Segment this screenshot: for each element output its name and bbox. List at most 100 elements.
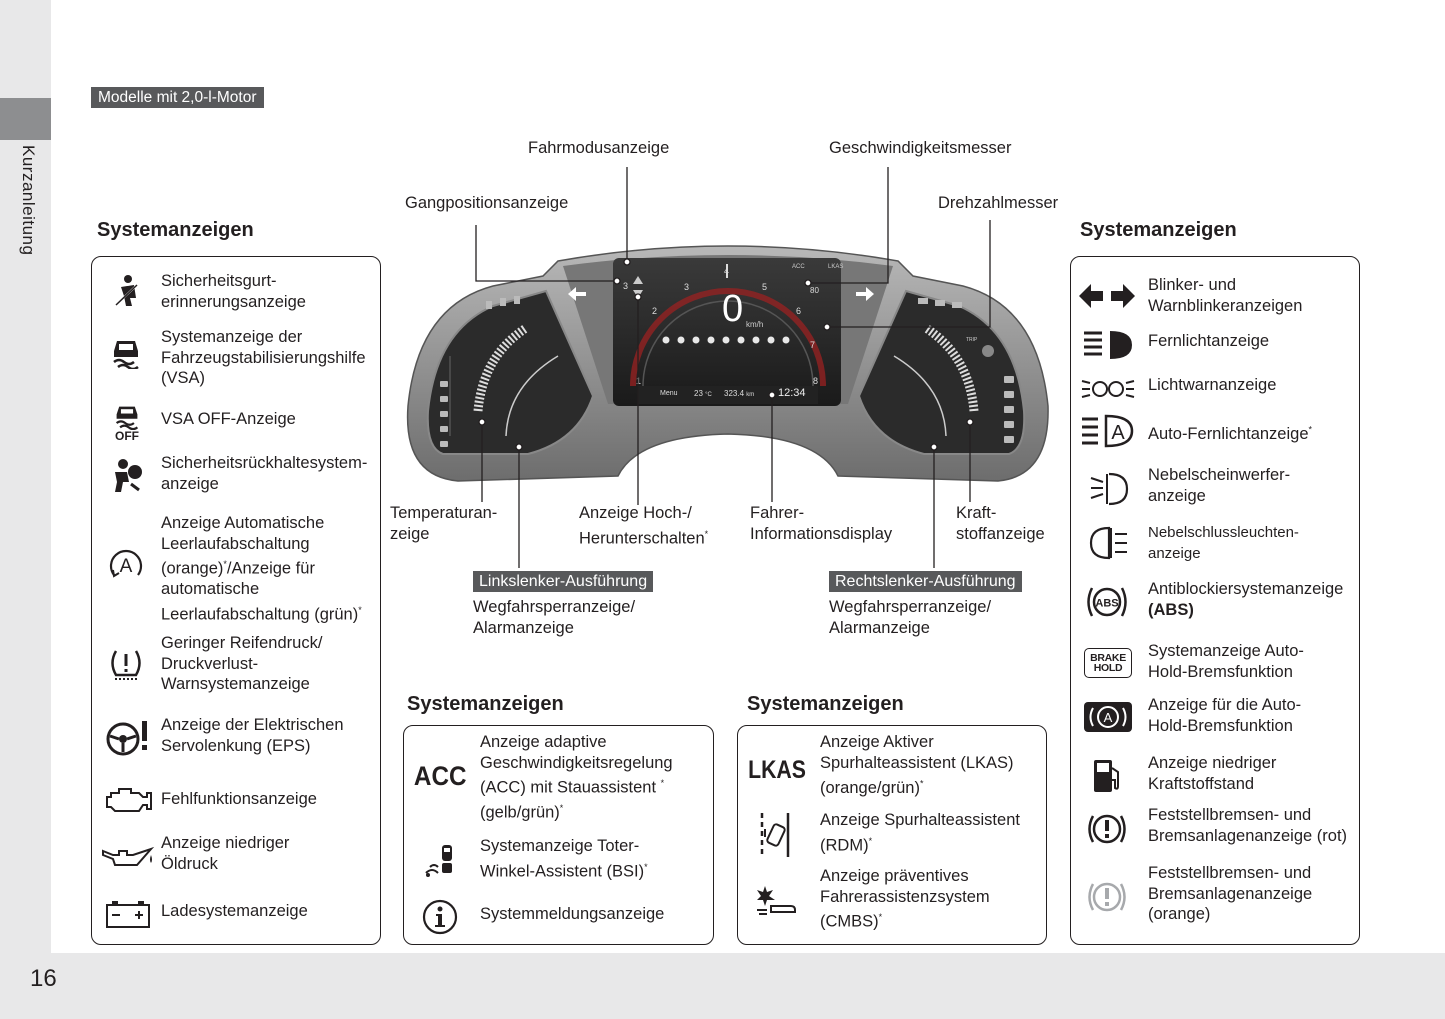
text-line: Antiblockiersystemanzeige: [1148, 580, 1344, 598]
text-line: Sicherheitsgurt-: [161, 272, 277, 290]
text-line: anzeige: [161, 474, 219, 493]
cluster-temp-unit: °C: [705, 392, 712, 398]
left-item-seatbelt-text: Sicherheitsgurt- erinnerungsanzeige: [161, 271, 306, 312]
text-line: Leerlaufabschaltung (grün)*: [161, 604, 362, 624]
mid-item-lkas-text: Anzeige Aktiver Spurhalteassistent (LKAS…: [820, 732, 1014, 798]
text-line: (orange)*/Anzeige für: [161, 559, 315, 578]
mid-item-rdm: Anzeige Spurhalteassistent (RDM)*: [738, 810, 1046, 860]
callout-gangposition: Gangpositionsanzeige: [405, 194, 569, 212]
model-label: Modelle mit 2,0-l-Motor: [91, 87, 264, 108]
text-line: Fernlichtanzeige: [1148, 332, 1270, 350]
vsa-icon: [109, 335, 143, 371]
svg-text:ABS: ABS: [1095, 598, 1118, 610]
mid-item-acc-text: Anzeige adaptive Geschwindigkeitsregelun…: [480, 732, 673, 823]
mid-item-bsi-text: Systemanzeige Toter- Winkel-Assistent (B…: [480, 836, 648, 882]
left-box-title: Systemanzeigen: [97, 219, 254, 241]
abs-icon: ABS: [1084, 581, 1130, 623]
callout-drehzahl: Drehzahlmesser: [938, 194, 1059, 212]
callout-fahrerinfo-line1: Fahrer-: [750, 504, 805, 522]
right-item-abs-text: Antiblockiersystemanzeige (ABS): [1148, 579, 1343, 620]
mid-item-bsi: Systemanzeige Toter- Winkel-Assistent (B…: [404, 836, 713, 880]
left-item-engine: Fehlfunktionsanzeige: [92, 779, 380, 819]
fog-light-icon: [1087, 469, 1131, 509]
text-line: Systemanzeige der: [161, 328, 303, 346]
text-line: VSA OFF-Anzeige: [161, 410, 296, 428]
right-item-lights-text: Lichtwarnanzeige: [1148, 375, 1276, 396]
left-item-airbag: Sicherheitsrückhaltesystem- anzeige: [92, 453, 380, 497]
left-item-vsa-off-text: VSA OFF-Anzeige: [161, 409, 296, 430]
callout-hochrunter-text: Herunterschalten: [579, 529, 705, 548]
left-item-eps-text: Anzeige der Elektrischen Servolenkung (E…: [161, 715, 344, 756]
mid-right-box-title: Systemanzeigen: [747, 693, 904, 715]
lkas-icon-text: LKAS: [748, 755, 806, 784]
text-line: Anzeige niedriger: [161, 834, 290, 852]
text-line: Anzeige präventives: [820, 867, 969, 885]
text-line: (orange): [1148, 905, 1211, 923]
text-line: (orange/grün)*: [820, 773, 1014, 798]
text-line-content: (orange/grün)*: [820, 778, 924, 797]
brake-hold-line2: HOLD: [1093, 662, 1123, 674]
right-item-fuel: Anzeige niedriger Kraftstoffstand: [1071, 751, 1359, 799]
text-line: anzeige: [1148, 486, 1206, 505]
text-line: (ACC) mit Stauassistent *: [480, 778, 665, 797]
text-line: Anzeige der Elektrischen: [161, 716, 344, 734]
callout-rechts-wegfahr-line2: Alarmanzeige: [829, 619, 930, 637]
callout-links-wegfahr: Wegfahrsperranzeige/ Alarmanzeige: [473, 597, 635, 639]
mid-right-indicator-box: LKAS Anzeige Aktiver Spurhalteassistent …: [737, 725, 1047, 945]
lkas-icon: LKAS: [744, 754, 810, 786]
text-line: Nebelscheinwerfer-: [1148, 466, 1291, 484]
auto-high-beam-icon: A: [1079, 411, 1137, 451]
left-item-seatbelt: Sicherheitsgurt- erinnerungsanzeige: [92, 269, 380, 313]
right-item-brake-red-text: Feststellbremsen- und Bremsanlagenanzeig…: [1148, 805, 1347, 846]
left-item-tpms-text: Geringer Reifendruck/ Druckverlust- Warn…: [161, 633, 322, 695]
mid-item-rdm-text: Anzeige Spurhalteassistent (RDM)*: [820, 810, 1020, 856]
cluster-tick-7: 7: [810, 340, 816, 350]
cluster-odo-unit: km: [746, 392, 755, 398]
callout-fahrmodus: Fahrmodusanzeige: [528, 139, 670, 157]
left-item-battery: Ladesystemanzeige: [92, 893, 380, 933]
mid-item-cmbs: Anzeige präventives Fahrerassistenzsyste…: [738, 866, 1046, 932]
cluster-speed: 0: [722, 288, 744, 330]
cluster-illustration: [406, 245, 1049, 482]
callout-hochrunter: Anzeige Hoch-/ Herunterschalten*: [579, 503, 708, 550]
text-line: automatische: [161, 580, 260, 598]
text-line: Druckverlust-: [161, 654, 259, 673]
cluster-clock: 12:34: [778, 387, 806, 399]
turn-signal-icon: [1077, 279, 1137, 313]
text-line: Fehlfunktionsanzeige: [161, 790, 317, 808]
text-line: Hold-Bremsfunktion: [1148, 662, 1293, 681]
right-box-title: Systemanzeigen: [1080, 219, 1237, 241]
text-line: Servolenkung (EPS): [161, 736, 311, 755]
right-item-brakehold-text: Systemanzeige Auto- Hold-Bremsfunktion: [1148, 641, 1304, 682]
vsa-off-icon: OFF: [110, 401, 144, 445]
text-line: Anzeige für die Auto-: [1148, 696, 1302, 714]
left-item-vsa-text: Systemanzeige der Fahrzeugstabilisierung…: [161, 327, 366, 389]
lights-on-icon: [1079, 373, 1137, 405]
right-item-fuel-text: Anzeige niedriger Kraftstoffstand: [1148, 753, 1276, 794]
text-line: Systemanzeige Auto-: [1148, 642, 1304, 660]
text-line: Spurhalteassistent (LKAS): [820, 753, 1014, 772]
text-line: Geschwindigkeitsregelung: [480, 753, 673, 772]
cluster-tick-5: 5: [762, 282, 768, 292]
callout-links-wegfahr-line2: Alarmanzeige: [473, 619, 574, 637]
text-line: Öldruck: [161, 854, 218, 873]
callout-rechts-wegfahr: Wegfahrsperranzeige/ Alarmanzeige: [829, 597, 991, 639]
left-item-idle-stop-text: Anzeige Automatische Leerlaufabschaltung…: [161, 513, 362, 625]
cluster-temp: 23 °C: [694, 389, 712, 398]
brake-hold-line1: BRAKE: [1090, 651, 1126, 664]
text-line: Leerlaufabschaltung: [161, 534, 310, 553]
text-line: Systemmeldungsanzeige: [480, 905, 665, 923]
text-line: Geringer Reifendruck/: [161, 634, 323, 652]
section-tab: [0, 98, 51, 140]
left-item-eps: Anzeige der Elektrischen Servolenkung (E…: [92, 715, 380, 759]
text-line: Warnblinkeranzeigen: [1148, 296, 1303, 315]
cluster-tick-4: 4: [724, 266, 730, 276]
right-item-rearfog: Nebelschlussleuchten- anzeige: [1071, 519, 1359, 567]
left-item-oil-text: Anzeige niedriger Öldruck: [161, 833, 289, 874]
info-icon: [420, 898, 460, 936]
page-footer: [0, 953, 1445, 1019]
text-line: Auto-Fernlichtanzeige*: [1148, 419, 1312, 444]
mid-left-box-title: Systemanzeigen: [407, 693, 564, 715]
left-item-battery-text: Ladesystemanzeige: [161, 901, 308, 922]
text-line: Anzeige Spurhalteassistent: [820, 811, 1020, 829]
